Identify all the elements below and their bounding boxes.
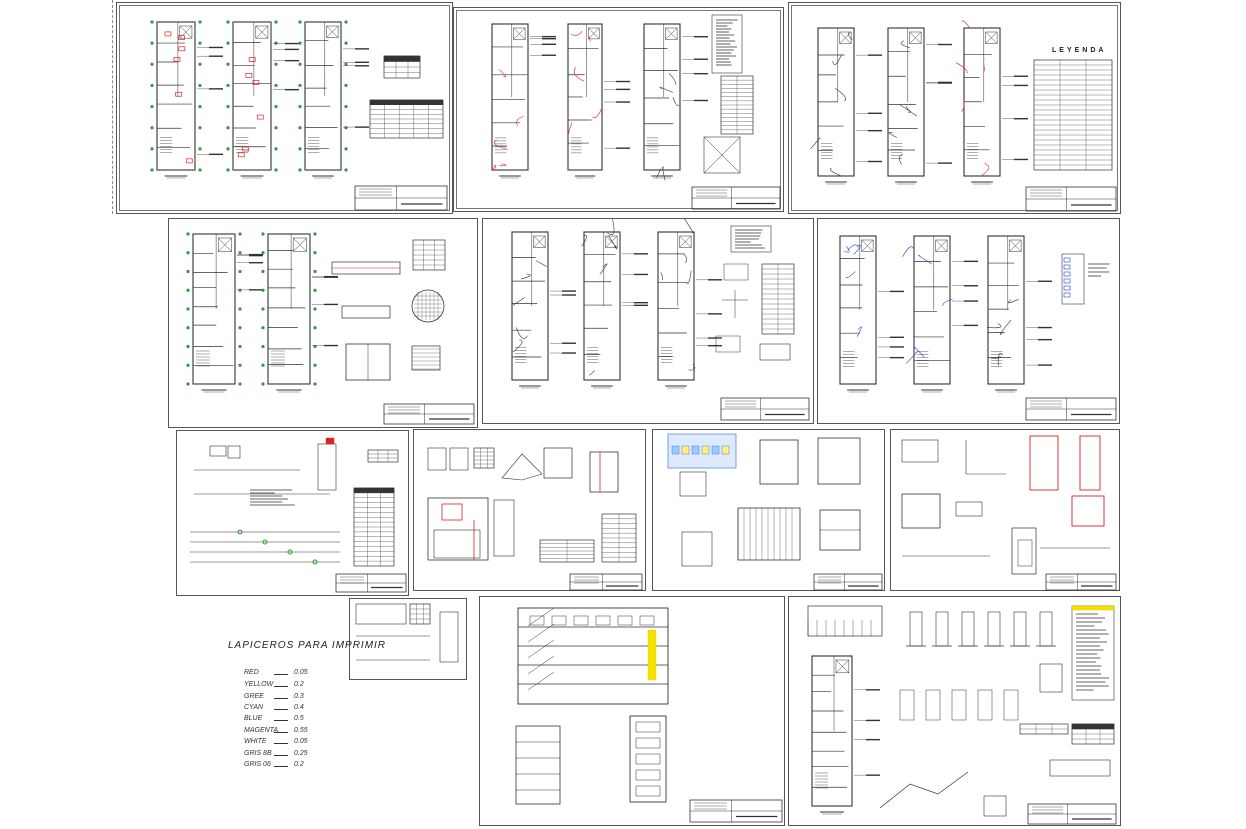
leyenda-heading: LEYENDA: [1052, 47, 1107, 54]
pen-name: BLUE: [244, 715, 263, 722]
floor-plan: [304, 21, 342, 171]
pen-name: CYAN: [244, 704, 264, 711]
pen-width: 0.2: [294, 681, 304, 688]
floor-plan: [267, 233, 311, 385]
pen-width: 0.5: [294, 715, 304, 722]
sheet-construction-details: [788, 596, 1121, 826]
pen-row: WHITE 0.05: [244, 738, 339, 749]
floor-plan: [811, 655, 853, 807]
pen-width: 0.05: [294, 669, 308, 676]
pen-row: GREE 0.3: [244, 693, 339, 704]
pen-width: 0.3: [294, 693, 304, 700]
floor-plan: [511, 231, 549, 381]
floor-plan: [657, 231, 695, 381]
floor-plan: [987, 235, 1025, 385]
pen-row: BLUE 0.5: [244, 715, 339, 726]
pen-name: MAGENTA: [244, 727, 279, 734]
floor-plan: [156, 21, 196, 171]
pen-name: WHITE: [244, 738, 267, 745]
sheet-details-a: [413, 429, 646, 591]
floor-plan: [192, 233, 236, 385]
sheet-architecture-plans: [116, 2, 453, 214]
sheet-details-c: [890, 429, 1120, 591]
floor-plan: [491, 23, 529, 171]
pen-width: 0.25: [294, 750, 308, 757]
pen-name: GREE: [244, 693, 264, 700]
pen-row: GRIS 8B 0.25: [244, 750, 339, 761]
dashed-frame: [112, 0, 1122, 214]
pen-name: YELLOW: [244, 681, 274, 688]
pen-row: RED 0.05: [244, 669, 339, 680]
pen-row: CYAN 0.4: [244, 704, 339, 715]
pen-row: MAGENTA 0.55: [244, 727, 339, 738]
data-table: [473, 447, 495, 469]
pen-width: 0.4: [294, 704, 304, 711]
building-section: [517, 607, 669, 705]
pen-width: 0.55: [294, 727, 308, 734]
sheet-small-details: [349, 598, 467, 680]
pen-width: 0.05: [294, 738, 308, 745]
pen-legend-title: LAPICEROS PARA IMPRIMIR: [228, 640, 387, 651]
pen-name: RED: [244, 669, 259, 676]
data-table: [367, 449, 399, 463]
floor-plan: [583, 231, 621, 381]
floor-plan: [839, 235, 877, 385]
pen-name: GRIS 06: [244, 761, 271, 768]
floor-plan: [643, 23, 681, 171]
floor-plan: [887, 27, 925, 177]
sheet-structural-plans: [168, 218, 478, 428]
floor-plan: [913, 235, 951, 385]
pen-row: YELLOW 0.2: [244, 681, 339, 692]
pen-width: 0.2: [294, 761, 304, 768]
pen-row: GRIS 06 0.2: [244, 761, 339, 772]
pen-name: GRIS 8B: [244, 750, 272, 757]
sheet-diagram-single-line: [176, 430, 409, 596]
sheet-elevations-sections: [479, 596, 785, 826]
pen-legend: LAPICEROS PARA IMPRIMIR RED 0.05 YELLOW 0.…: [222, 636, 385, 776]
sheet-electrical-legend-plans: [788, 2, 1121, 214]
sheet-sanitary-plans: [482, 218, 814, 424]
floor-plan: [232, 21, 272, 171]
